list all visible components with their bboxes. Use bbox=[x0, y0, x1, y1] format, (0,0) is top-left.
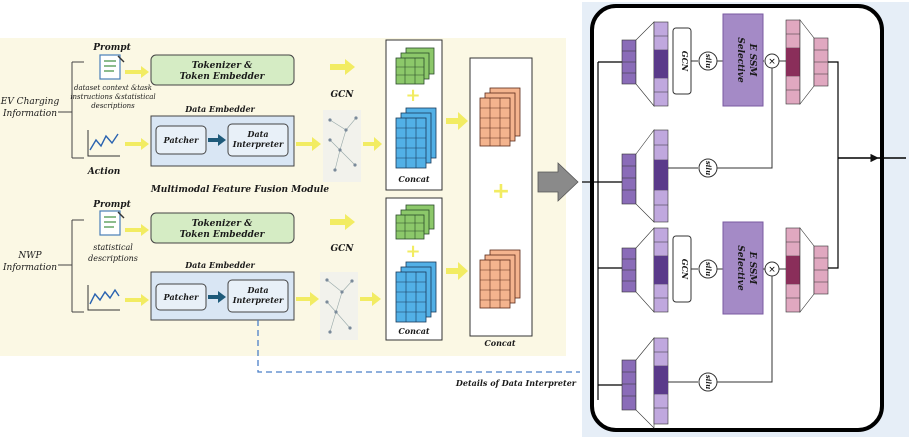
ev-plus-icon: + bbox=[405, 85, 420, 106]
ev-patcher-arrow bbox=[208, 134, 226, 146]
final-orange-cube-bottom bbox=[479, 249, 521, 309]
nwp-interpreter-box bbox=[227, 279, 289, 313]
detail-dashed-line bbox=[257, 320, 580, 373]
nwp-green-cube bbox=[395, 204, 435, 240]
ev-gcn-label: GCN bbox=[330, 90, 354, 100]
ev-bracket bbox=[58, 61, 84, 159]
mamba-branch-lines bbox=[598, 61, 622, 386]
block2-multiply-symbol: × bbox=[768, 265, 776, 275]
nwp-arrow-prompt-to-token bbox=[125, 224, 149, 236]
arrow-graph-to-concat bbox=[363, 137, 382, 151]
nwp-concat-label: Concat bbox=[398, 326, 430, 336]
nwp-gcn-label: GCN bbox=[330, 244, 354, 254]
ev-info-label-2: Information bbox=[2, 109, 57, 119]
block1-skip-silu-label: silu bbox=[704, 161, 713, 175]
fusion-module-title: Multimodal Feature Fusion Module bbox=[150, 185, 330, 195]
ev-action-label: Action bbox=[87, 167, 121, 177]
ev-green-cube bbox=[395, 47, 435, 85]
block1-skip-stack bbox=[621, 129, 669, 223]
block2-skip-stack bbox=[621, 337, 669, 429]
nwp-bracket bbox=[58, 219, 84, 313]
block2-skip-silu-label: silu bbox=[704, 375, 713, 389]
ev-prompt-text-1: dataset context &task bbox=[74, 84, 152, 92]
nwp-prompt-title: Prompt bbox=[92, 200, 131, 210]
block2-ssm-label-2: E SSM bbox=[747, 251, 757, 286]
arrow-to-mamba bbox=[537, 162, 579, 202]
nwp-patcher-label: Patcher bbox=[163, 292, 199, 302]
block2-silu-label: silu bbox=[704, 262, 713, 276]
nwp-arrow-embed-to-graph bbox=[296, 292, 319, 306]
nwp-interpreter-label-1: Data bbox=[247, 285, 269, 295]
nwp-data-embedder-title: Data Embedder bbox=[184, 260, 255, 270]
nwp-prompt-text-2: descriptions bbox=[88, 254, 138, 263]
nwp-graph-icon bbox=[320, 272, 358, 340]
block1-right-stack bbox=[785, 19, 829, 105]
nwp-arrow-series-to-embed bbox=[125, 294, 149, 306]
ev-prompt-title: Prompt bbox=[92, 43, 131, 53]
arrow-action-to-embed bbox=[125, 138, 149, 150]
arrow-embed-to-graph bbox=[296, 137, 321, 151]
nwp-blue-cube bbox=[395, 261, 437, 323]
final-plus-icon: + bbox=[492, 179, 510, 204]
block2-gcn-label: GCN bbox=[680, 259, 690, 280]
ev-interpreter-box bbox=[227, 123, 289, 157]
block2-skip-to-mul bbox=[717, 276, 773, 383]
block2-left-stack bbox=[621, 227, 669, 313]
mamba-output-merge bbox=[828, 61, 839, 269]
arrow-prompt-to-token bbox=[125, 66, 149, 78]
nwp-prompt-text-1: statistical bbox=[93, 243, 133, 252]
ev-patcher-label: Patcher bbox=[163, 135, 199, 145]
block1-left-stack bbox=[621, 21, 669, 107]
block1-gcn-label: GCN bbox=[680, 51, 690, 72]
ev-prompt-text-2: instructions &statistical bbox=[70, 93, 155, 101]
arrow-ev-to-final bbox=[446, 112, 468, 130]
block1-ssm-box bbox=[722, 13, 764, 107]
nwp-tokenizer-box bbox=[150, 212, 295, 244]
nwp-patcher-arrow bbox=[208, 291, 226, 303]
ev-time-series-icon bbox=[87, 130, 120, 157]
final-concat-label: Concat bbox=[484, 338, 516, 348]
ev-graph-icon bbox=[323, 110, 361, 182]
block1-skip-to-mul bbox=[717, 68, 773, 169]
nwp-tokenizer-label-2: Token Embedder bbox=[180, 230, 266, 240]
ev-concat-label: Concat bbox=[398, 174, 430, 184]
nwp-patcher-box bbox=[155, 283, 207, 311]
document-icon bbox=[99, 54, 125, 80]
arrow-nwp-to-final bbox=[446, 262, 468, 280]
ev-tokenizer-box bbox=[150, 54, 295, 86]
ev-info-label-1: EV Charging bbox=[0, 97, 59, 107]
nwp-info-label-2: Information bbox=[2, 263, 57, 273]
nwp-plus-icon: + bbox=[405, 241, 420, 262]
ev-gcn-arrow bbox=[330, 59, 355, 75]
block1-ssm-label-1: Selective bbox=[735, 37, 745, 83]
ev-prompt-text-3: descriptions bbox=[91, 102, 135, 110]
ev-interpreter-label-2: Interpreter bbox=[232, 139, 284, 149]
nwp-document-icon bbox=[99, 210, 125, 236]
ev-patcher-box bbox=[155, 125, 207, 155]
block2-right-stack bbox=[785, 227, 829, 313]
block1-multiply-symbol: × bbox=[768, 57, 776, 67]
ev-blue-cube bbox=[395, 107, 437, 169]
block2-ssm-box bbox=[722, 221, 764, 315]
ev-tokenizer-label-2: Token Embedder bbox=[180, 72, 266, 82]
final-orange-cube-top bbox=[479, 87, 521, 147]
nwp-arrow-graph-to-concat bbox=[360, 292, 381, 306]
nwp-interpreter-label-2: Interpreter bbox=[232, 295, 284, 305]
ev-data-embedder-title: Data Embedder bbox=[184, 104, 255, 114]
block2-ssm-label-1: Selective bbox=[735, 245, 745, 291]
block1-ssm-label-2: E SSM bbox=[747, 43, 757, 78]
ev-tokenizer-label-1: Tokenizer & bbox=[192, 61, 253, 71]
nwp-time-series-icon bbox=[87, 285, 120, 311]
block1-silu-label: silu bbox=[704, 54, 713, 68]
mamba-block-frame bbox=[590, 4, 884, 432]
details-label: Details of Data Interpreter bbox=[455, 378, 577, 388]
nwp-gcn-arrow bbox=[330, 214, 355, 230]
ev-interpreter-label-1: Data bbox=[247, 129, 269, 139]
nwp-info-label-1: NWP bbox=[17, 251, 42, 261]
nwp-tokenizer-label-1: Tokenizer & bbox=[192, 219, 253, 229]
